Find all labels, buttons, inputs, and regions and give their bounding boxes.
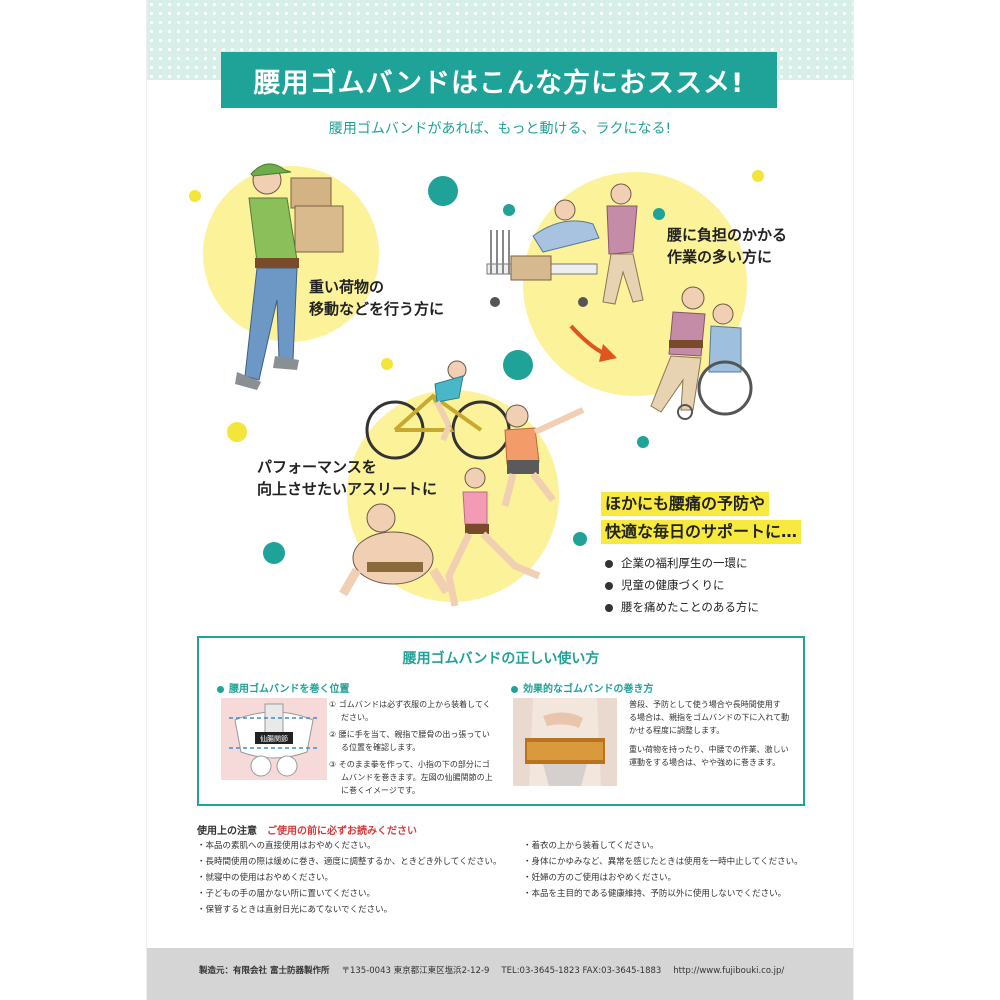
note-item: ・本品を主目的である健康維持、予防以外に使用しないでください。 xyxy=(523,889,787,899)
note-item: ・子どもの手の届かない所に置いてください。 xyxy=(197,889,375,899)
note-item: ・着衣の上から装着してください。 xyxy=(523,841,659,851)
footer-info: 製造元：有限会社 富士防器製作所 〒135-0043 東京都江東区塩浜2-12-9… xyxy=(199,964,796,976)
maker-phone: TEL:03-3645-1823 FAX:03-3645-1883 xyxy=(501,966,662,976)
delivery-worker-illustration xyxy=(235,163,344,390)
how-to-use-box: 腰用ゴムバンドの正しい使い方 腰用ゴムバンドを巻く位置 仙腸関節 ① ゴムバンド… xyxy=(197,636,805,806)
delivery-label-line: 重い荷物の xyxy=(309,278,385,296)
runner-illustration xyxy=(445,467,541,607)
diagram-label: 仙腸関節 xyxy=(260,734,288,743)
maker-label: 製造元： xyxy=(199,966,234,976)
athlete-label-line: パフォーマンスを xyxy=(257,458,377,476)
method-heading-text: 効果的なゴムバンドの巻き方 xyxy=(523,684,654,695)
teal-dot xyxy=(263,542,285,564)
footer-bar: 製造元：有限会社 富士防器製作所 〒135-0043 東京都江東区塩浜2-12-9… xyxy=(147,948,853,1000)
sumo-wrestler-illustration xyxy=(339,503,451,597)
teal-dot xyxy=(573,532,587,546)
step-line: る位置を確認します。 xyxy=(341,743,421,752)
cyclist-illustration xyxy=(365,360,511,460)
note-item: ・就寝中の使用はおやめください。 xyxy=(197,873,334,883)
list-item-text: 企業の福利厚生の一環に xyxy=(621,556,748,570)
method-line: る場合は、親指をゴムバンドの下に入れて動 xyxy=(629,713,790,722)
method-heading: 効果的なゴムバンドの巻き方 xyxy=(511,680,654,695)
note-item: ・本品の素肌への直接使用はおやめください。 xyxy=(197,841,376,851)
delivery-label-line: 移動などを行う方に xyxy=(309,300,445,318)
caregiver-bed-illustration xyxy=(486,183,644,307)
notes-left-list: ・本品の素肌への直接使用はおやめください。 ・長時間使用の際は緩めに巻き、適度に… xyxy=(197,838,501,918)
yellow-dot xyxy=(752,170,764,182)
list-item: 腰を痛めたことのある方に xyxy=(605,596,759,618)
teal-dot xyxy=(653,208,665,220)
care-label-line: 作業の多い方に xyxy=(667,248,773,266)
page-title: 腰用ゴムバンドはこんな方におススメ! xyxy=(221,52,777,108)
position-heading-text: 腰用ゴムバンドを巻く位置 xyxy=(229,684,350,695)
delivery-label: 重い荷物の 移動などを行う方に xyxy=(309,276,444,320)
other-uses-line: 快適な毎日のサポートに… xyxy=(601,520,802,544)
position-steps: ① ゴムバンドは必ず衣服の上から装着してく ださい。 ② 腰に手を当て、親指で腰… xyxy=(329,698,493,797)
step-line: ③ そのまま拳を作って、小指の下の部分にゴ xyxy=(329,760,490,769)
notes-heading: 使用上の注意ご使用の前に必ずお読みください xyxy=(197,822,417,837)
method-text: 普段、予防として使う場合や長時間使用す る場合は、親指をゴムバンドの下に入れて動… xyxy=(629,698,789,769)
note-item: ・保管するときは直射日光にあてないでください。 xyxy=(197,905,393,915)
pelvis-diagram: 仙腸関節 xyxy=(221,698,327,780)
notes-heading-text: 使用上の注意 xyxy=(197,826,257,837)
notes-right-list: ・着衣の上から装着してください。 ・身体にかゆみなど、異常を感じたときは使用を一… xyxy=(523,838,803,902)
teal-dot xyxy=(428,176,458,206)
step-line: ムバンドを巻きます。左図の仙腸関節の上 xyxy=(341,773,493,782)
teal-dot xyxy=(503,350,533,380)
caregiver-wheelchair-illustration xyxy=(569,286,753,420)
care-label: 腰に負担のかかる 作業の多い方に xyxy=(667,224,787,268)
teal-dot xyxy=(637,436,649,448)
note-item: ・妊婦の方のご使用はおやめください。 xyxy=(523,873,677,883)
method-line: 重い荷物を持ったり、中腰での作業、激しい xyxy=(629,745,789,754)
how-to-use-title: 腰用ゴムバンドの正しい使い方 xyxy=(402,651,600,667)
teal-dot xyxy=(503,204,515,216)
method-line: 普段、予防として使う場合や長時間使用す xyxy=(629,700,781,709)
note-item: ・長時間使用の際は緩めに巻き、適度に調整するか、ときどき外してください。 xyxy=(197,857,502,867)
maker-name: 有限会社 富士防器製作所 xyxy=(233,966,330,976)
method-line: 運動をする場合は、やや強めに巻きます。 xyxy=(629,758,781,767)
other-uses-list: 企業の福利厚生の一環に 児童の健康づくりに 腰を痛めたことのある方に xyxy=(605,552,759,618)
list-item-text: 腰を痛めたことのある方に xyxy=(621,600,759,614)
soccer-player-illustration xyxy=(501,404,585,507)
notes-warning: ご使用の前に必ずお読みください xyxy=(267,826,417,837)
flyer-page: 腰用ゴムバンドはこんな方におススメ! 腰用ゴムバンドがあれば、もっと動ける、ラク… xyxy=(147,0,853,1000)
other-uses-line: ほかにも腰痛の予防や xyxy=(601,492,770,516)
step-line: に巻くイメージです。 xyxy=(341,786,421,795)
step-line: ② 腰に手を当て、親指で腰骨の出っ張ってい xyxy=(329,730,490,739)
athlete-label: パフォーマンスを 向上させたいアスリートに xyxy=(257,456,437,500)
step-line: ① ゴムバンドは必ず衣服の上から装着してく xyxy=(329,700,491,709)
method-line: かせる程度に調整します。 xyxy=(629,726,725,735)
note-item: ・身体にかゆみなど、異常を感じたときは使用を一時中止してください。 xyxy=(523,857,803,867)
yellow-dot xyxy=(189,190,201,202)
athlete-label-line: 向上させたいアスリートに xyxy=(257,480,438,498)
list-item: 企業の福利厚生の一環に xyxy=(605,552,759,574)
page-subtitle: 腰用ゴムバンドがあれば、もっと動ける、ラクになる! xyxy=(328,121,672,137)
list-item-text: 児童の健康づくりに xyxy=(621,578,725,592)
maker-address: 〒135-0043 東京都江東区塩浜2-12-9 xyxy=(341,966,490,976)
list-item: 児童の健康づくりに xyxy=(605,574,759,596)
step-line: ださい。 xyxy=(341,713,373,722)
yellow-dot xyxy=(381,358,393,370)
belt-photo xyxy=(513,698,617,786)
yellow-dot xyxy=(227,422,247,442)
care-label-line: 腰に負担のかかる xyxy=(667,226,788,244)
maker-url[interactable]: http://www.fujibouki.co.jp/ xyxy=(673,966,785,976)
position-heading: 腰用ゴムバンドを巻く位置 xyxy=(217,680,350,695)
